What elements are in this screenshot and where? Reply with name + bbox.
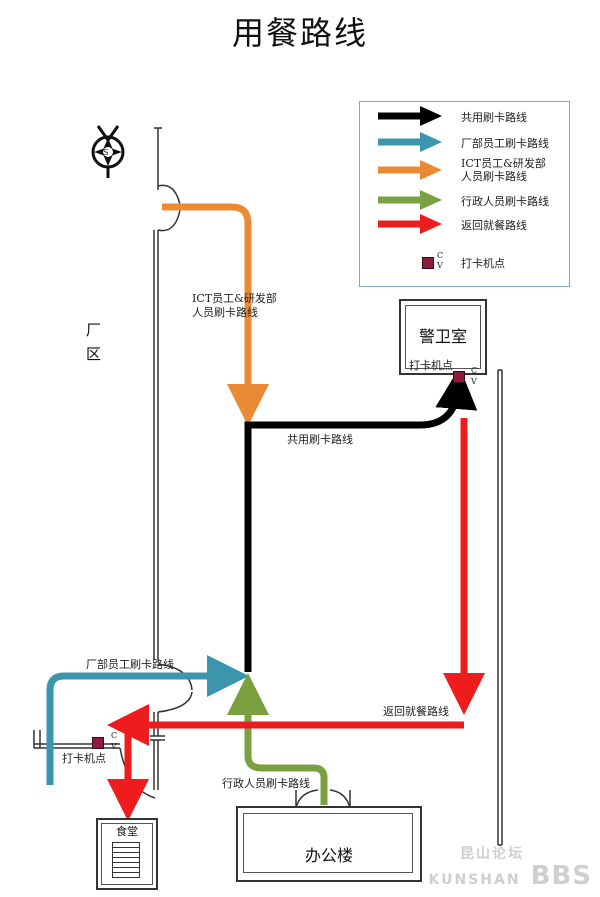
guard-punch-icon [453, 371, 465, 383]
office-building: 办公楼 [236, 806, 422, 882]
canteen-cv-c: C [111, 731, 118, 740]
legend-item-shared: 共用刷卡路线 [461, 111, 527, 124]
route-label-shared: 共用刷卡路线 [287, 433, 353, 446]
legend-arrowhead-3 [420, 190, 442, 210]
guard-cv-c: C [471, 366, 478, 375]
route-label-admin: 行政人员刷卡路线 [222, 777, 310, 790]
canteen-name: 食堂 [116, 825, 138, 838]
zone-label: 厂 区 [86, 321, 102, 363]
route-shared [244, 367, 478, 672]
canteen-cv-v: V [111, 742, 117, 751]
route-factory [46, 655, 249, 785]
legend-arrowhead-0 [420, 106, 442, 126]
office-building-inner [243, 813, 413, 873]
legend-swatches [378, 106, 442, 234]
watermark-bbs: BBS [530, 861, 592, 891]
legend-arrowhead-2 [420, 160, 442, 180]
legend-arrowhead-4 [420, 214, 442, 234]
legend-item-ict: ICT员工&研发部 人员刷卡路线 [461, 157, 546, 183]
watermark-cn: 昆山论坛 [460, 846, 524, 862]
route-label-ict: ICT员工&研发部 人员刷卡路线 [192, 292, 277, 319]
legend-item-return: 返回就餐路线 [461, 219, 527, 232]
canteen-stairs-icon [112, 842, 140, 878]
legend-punch-icon [422, 257, 434, 269]
legend-arrowhead-1 [420, 132, 442, 152]
canteen-inner [101, 823, 153, 885]
route-ict [162, 203, 269, 426]
route-label-factory: 厂部员工刷卡路线 [86, 658, 174, 671]
guard-room: 警卫室 [399, 299, 487, 375]
watermark: 昆山论坛 KUNSHAN BBS [428, 846, 592, 891]
legend-item-factory: 厂部员工刷卡路线 [461, 137, 549, 150]
legend-punch-label: 打卡机点 [461, 257, 505, 270]
compass-letter: S [103, 148, 109, 157]
canteen-punch-label: 打卡机点 [62, 752, 106, 765]
legend-cv-v: V [437, 261, 443, 270]
guard-room-name: 警卫室 [418, 327, 467, 346]
legend-cv-c: C [437, 251, 444, 260]
guard-punch-label: 打卡机点 [409, 359, 453, 372]
canteen: 食堂 [96, 818, 158, 890]
legend: 共用刷卡路线 厂部员工刷卡路线 ICT员工&研发部 人员刷卡路线 行政人员刷卡路… [359, 101, 570, 287]
watermark-en: KUNSHAN [428, 872, 521, 888]
canteen-punch-icon [92, 737, 104, 749]
route-admin [227, 673, 328, 805]
office-name: 办公楼 [304, 846, 353, 865]
guard-cv-v: V [471, 377, 477, 386]
legend-item-admin: 行政人员刷卡路线 [461, 195, 549, 208]
route-label-return: 返回就餐路线 [383, 705, 449, 718]
guard-room-inner [405, 305, 481, 369]
page-title: 用餐路线 [231, 14, 368, 52]
compass-icon [91, 125, 125, 178]
factory-wall [33, 127, 503, 846]
